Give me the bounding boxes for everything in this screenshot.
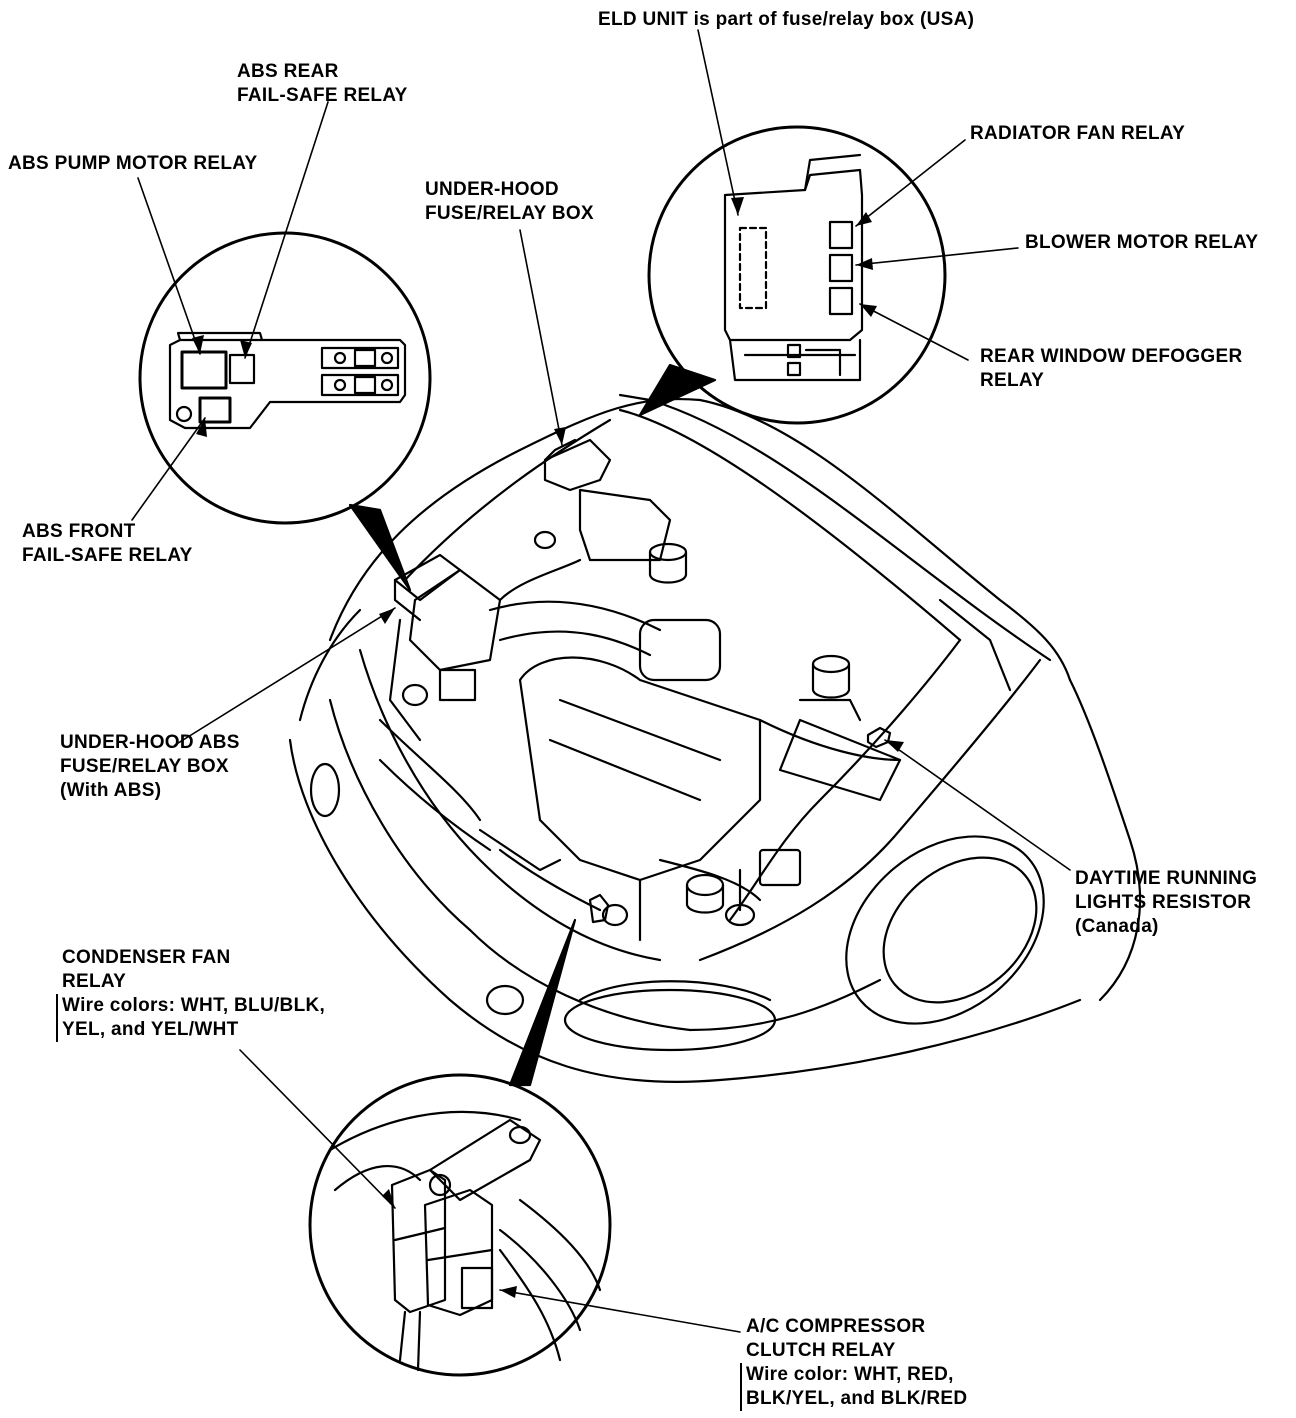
leader-lines: [131, 29, 1071, 1333]
drl-resistor-line-2: LIGHTS RESISTOR: [1075, 892, 1252, 913]
engine-components: [378, 438, 902, 942]
abs-rear-failsafe-line-1: ABS REAR: [237, 61, 339, 82]
underhood-fuse-box-line-1: UNDER-HOOD: [425, 179, 559, 200]
underhood-abs-line-2: FUSE/RELAY BOX: [60, 756, 229, 777]
zoom-circle-fuse-box: [638, 125, 947, 425]
condenser-fan-wire-colors: Wire colors: WHT, BLU/BLK, YEL, and YEL/…: [56, 994, 325, 1042]
label-eld-unit: ELD UNIT is part of fuse/relay box (USA): [598, 8, 974, 32]
label-rear-window-defogger-relay: REAR WINDOW DEFOGGER RELAY: [980, 345, 1243, 393]
label-radiator-fan-relay: RADIATOR FAN RELAY: [970, 122, 1185, 146]
underhood-abs-line-1: UNDER-HOOD ABS: [60, 732, 240, 753]
label-abs-pump-motor-relay: ABS PUMP MOTOR RELAY: [8, 152, 258, 176]
label-daytime-running-lights-resistor: DAYTIME RUNNING LIGHTS RESISTOR (Canada): [1075, 867, 1257, 939]
label-abs-front-failsafe-relay: ABS FRONT FAIL-SAFE RELAY: [22, 520, 193, 568]
ac-compressor-line-4: BLK/YEL, and BLK/RED: [746, 1388, 968, 1409]
arrowheads: [192, 197, 904, 1298]
car-body: [288, 393, 1142, 1083]
ac-compressor-line-1: A/C COMPRESSOR: [746, 1316, 926, 1337]
zoom-circle-relays: [308, 918, 612, 1377]
abs-front-failsafe-line-1: ABS FRONT: [22, 521, 136, 542]
rear-defogger-line-1: REAR WINDOW DEFOGGER: [980, 346, 1243, 367]
condenser-fan-line-1: CONDENSER FAN: [62, 947, 231, 968]
ac-compressor-wire-colors: Wire color: WHT, RED, BLK/YEL, and BLK/R…: [740, 1363, 967, 1411]
label-underhood-abs-fuse-relay-box: UNDER-HOOD ABS FUSE/RELAY BOX (With ABS): [60, 731, 240, 803]
blower-motor-text: BLOWER MOTOR RELAY: [1025, 232, 1259, 253]
ac-compressor-line-3: Wire color: WHT, RED,: [746, 1364, 954, 1385]
underhood-abs-line-3: (With ABS): [60, 780, 162, 801]
condenser-fan-line-4: YEL, and YEL/WHT: [62, 1019, 239, 1040]
label-underhood-fuse-relay-box: UNDER-HOOD FUSE/RELAY BOX: [425, 178, 594, 226]
label-condenser-fan-relay: CONDENSER FAN RELAY Wire colors: WHT, BL…: [56, 946, 325, 1042]
drl-resistor-line-3: (Canada): [1075, 916, 1159, 937]
zoom-circle-abs: [138, 231, 432, 592]
rear-defogger-line-2: RELAY: [980, 370, 1045, 391]
ac-compressor-line-2: CLUTCH RELAY: [746, 1340, 896, 1361]
abs-front-failsafe-line-2: FAIL-SAFE RELAY: [22, 545, 193, 566]
label-blower-motor-relay: BLOWER MOTOR RELAY: [1025, 231, 1258, 255]
label-ac-compressor-clutch-relay: A/C COMPRESSOR CLUTCH RELAY Wire color: …: [740, 1315, 967, 1411]
condenser-fan-line-3: Wire colors: WHT, BLU/BLK,: [62, 995, 326, 1016]
drl-resistor-line-1: DAYTIME RUNNING: [1075, 868, 1258, 889]
abs-rear-failsafe-line-2: FAIL-SAFE RELAY: [237, 85, 408, 106]
abs-pump-motor-text: ABS PUMP MOTOR RELAY: [8, 153, 258, 174]
radiator-fan-text: RADIATOR FAN RELAY: [970, 123, 1186, 144]
eld-unit-text: ELD UNIT is part of fuse/relay box (USA): [598, 9, 975, 30]
label-abs-rear-failsafe-relay: ABS REAR FAIL-SAFE RELAY: [237, 60, 408, 108]
underhood-fuse-box-line-2: FUSE/RELAY BOX: [425, 203, 594, 224]
condenser-fan-line-2: RELAY: [62, 971, 127, 992]
